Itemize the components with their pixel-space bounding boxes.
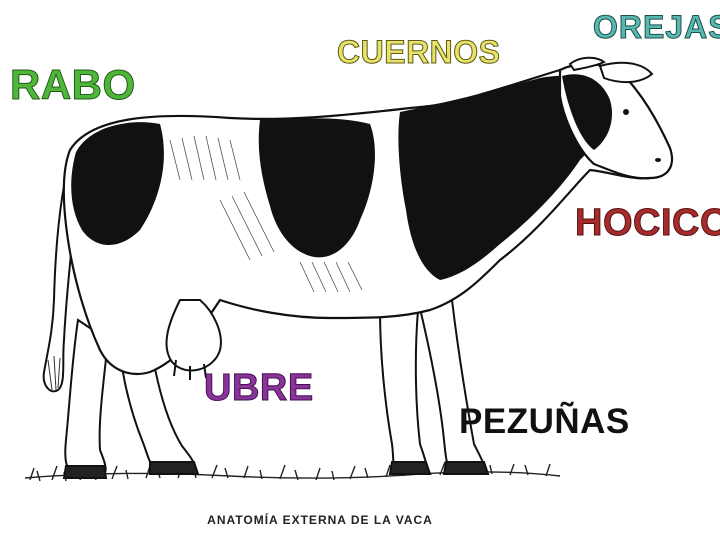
- label-pezunas: PEZUÑAS: [459, 402, 630, 441]
- label-orejas: OREJAS: [593, 9, 720, 45]
- cow-head: [558, 56, 674, 180]
- label-ubre: UBRE: [204, 367, 314, 409]
- diagram-caption: ANATOMÍA EXTERNA DE LA VACA: [207, 513, 433, 527]
- label-hocico: HOCICO: [575, 202, 720, 244]
- legs: [62, 299, 490, 479]
- cow-body: [62, 67, 673, 380]
- label-rabo: RABO: [10, 61, 136, 108]
- label-cuernos: CUERNOS: [337, 34, 501, 70]
